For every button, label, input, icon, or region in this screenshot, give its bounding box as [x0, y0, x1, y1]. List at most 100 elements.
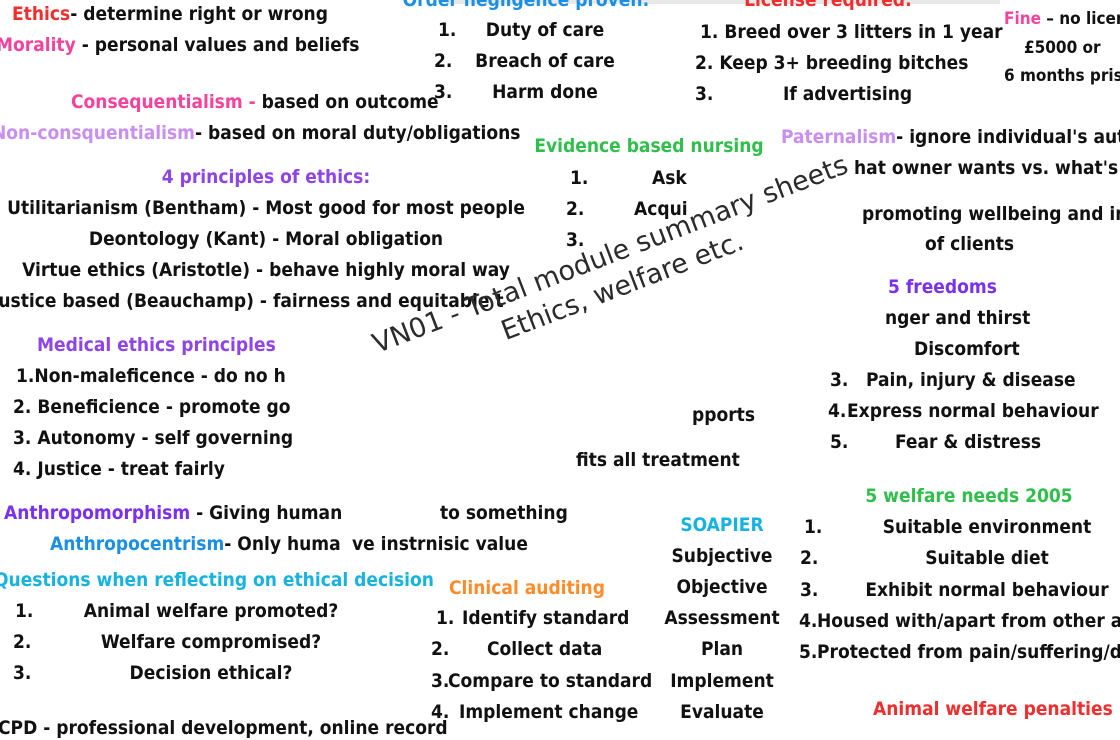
freedoms-title: 5 freedoms [888, 276, 997, 298]
negligence-num: 3. [434, 81, 453, 103]
freedom-item: Discomfort [914, 338, 1020, 360]
welfare-need-num: 4. [799, 610, 818, 632]
paternalism-term: Paternalism [781, 126, 897, 148]
negligence-num: 2. [434, 50, 453, 72]
paternalism-line: promoting wellbeing and inte [862, 203, 1120, 225]
question-item: Welfare compromised? [100, 631, 322, 653]
negligence-item: Harm done [492, 81, 598, 103]
soapier-item: Subjective [671, 545, 773, 567]
freedom-item: Express normal behaviour [847, 400, 1099, 422]
medical-ethics-item: 1.Non-maleficence - do no h [16, 365, 286, 387]
soapier-item: Evaluate [680, 701, 764, 723]
welfare-need-item: Suitable diet [925, 547, 1049, 569]
ebn-title: Evidence based nursing [534, 135, 764, 157]
principle-item: Utilitarianism (Bentham) - Most good for… [7, 197, 525, 219]
fine-definition: Fine – no licens [1004, 9, 1120, 29]
ethics-def: - determine right or wrong [70, 3, 328, 25]
negligence-num: 1. [438, 19, 457, 41]
welfare-need-item: Housed with/apart from other ani [817, 610, 1120, 632]
ethics-definition: Ethics- determine right or wrong [12, 2, 328, 26]
ebn-num: 3. [566, 229, 585, 251]
audit-num: 4. [431, 701, 450, 723]
negligence-item: Duty of care [485, 19, 605, 41]
medical-ethics-item: 2. Beneficience - promote go [13, 396, 291, 418]
top-edge-bar [440, 0, 1000, 4]
principles-title: 4 principles of ethics: [161, 166, 371, 188]
fine-line: 6 months prisc [1004, 66, 1120, 86]
question-item: Animal welfare promoted? [83, 600, 339, 622]
question-item: Decision ethical? [129, 662, 293, 684]
conseq-term: Consequentialism [71, 91, 243, 113]
freedom-num: 3. [830, 369, 849, 391]
welfare-need-item: Suitable environment [882, 516, 1092, 538]
fine-term: Fine [1004, 9, 1041, 29]
anthropomorphism-tail: to something [440, 502, 568, 524]
welfare-need-num: 3. [800, 579, 819, 601]
audit-num: 2. [431, 638, 450, 660]
soapier-item: Objective [676, 576, 768, 598]
ebn-item: Ask [652, 167, 687, 189]
soapier-item: Plan [700, 638, 744, 660]
anthropomorphism-definition: Anthropomorphism - Giving human [4, 502, 343, 524]
audit-item: Implement change [459, 701, 639, 723]
conseq-def: based on outcome [261, 91, 439, 113]
freedom-item: nger and thirst [885, 307, 1031, 329]
anthropocentrism-definition: Anthropocentrism- Only huma [50, 533, 341, 555]
welfare-needs-title: 5 welfare needs 2005 [865, 485, 1073, 507]
principle-item: Virtue ethics (Aristotle) - behave highl… [22, 259, 510, 281]
question-num: 2. [13, 631, 32, 653]
ebn-num: 2. [566, 198, 585, 220]
license-item: If advertising [783, 83, 913, 105]
non-consequentialism-definition: Non-consquentialism- based on moral duty… [0, 121, 521, 145]
cpd-line: CPD - professional development, online r… [0, 717, 448, 739]
negligence-title: Order negligence proven: [402, 0, 650, 11]
audit-item: Collect data [487, 638, 603, 660]
questions-title: Questions when reflecting on ethical dec… [0, 569, 434, 591]
audit-item: Compare to standard [448, 670, 653, 692]
audit-item: Identify standard [462, 607, 630, 629]
question-num: 3. [13, 662, 32, 684]
freedom-item: Fear & distress [895, 431, 1042, 453]
consequentialism-definition: Consequentialism - based on outcome [71, 91, 439, 113]
nonconseq-term: Non-consquentialism [0, 122, 195, 144]
anthropocentrism-term: Anthropocentrism [50, 533, 225, 555]
ebn-fragment: pports [692, 404, 756, 426]
soapier-item: Assessment [664, 607, 780, 629]
license-title: License required: [744, 0, 912, 11]
ebn-item: Acqui [634, 198, 688, 220]
license-num: 3. [695, 83, 714, 105]
principle-item: Deontology (Kant) - Moral obligation [88, 228, 444, 250]
paternalism-definition: Paternalism- ignore individual's autono [781, 126, 1120, 148]
medical-ethics-item: 4. Justice - treat fairly [13, 458, 225, 480]
freedom-num: 5. [830, 431, 849, 453]
welfare-need-num: 5. [799, 641, 818, 663]
welfare-need-item: Exhibit normal behaviour [865, 579, 1109, 601]
ebn-fragment: fits all treatment [576, 449, 740, 471]
welfare-need-num: 1. [804, 516, 823, 538]
morality-term: Morality [0, 34, 76, 56]
anthropomorphism-term: Anthropomorphism [4, 502, 191, 524]
fine-line: £5000 or [1024, 38, 1101, 58]
license-item: 1. Breed over 3 litters in 1 year [700, 21, 1003, 43]
question-num: 1. [15, 600, 34, 622]
audit-num: 3. [431, 670, 450, 692]
freedom-num: 4. [828, 400, 847, 422]
morality-def: - personal values and beliefs [75, 34, 360, 56]
paternalism-line: hat owner wants vs. what's be [854, 157, 1120, 179]
medical-ethics-item: 3. Autonomy - self governing [13, 427, 294, 449]
soapier-title: SOAPIER [680, 514, 764, 536]
watermark-line-1: VN01 - Total module summary sheets [368, 149, 853, 360]
freedom-item: Pain, injury & disease [866, 369, 1076, 391]
license-item: 2. Keep 3+ breeding bitches [695, 52, 969, 74]
audit-title: Clinical auditing [449, 577, 605, 599]
soapier-item: Implement [670, 670, 774, 692]
welfare-need-num: 2. [800, 547, 819, 569]
paternalism-line: of clients [925, 233, 1015, 255]
negligence-item: Breach of care [475, 50, 615, 72]
medical-ethics-title: Medical ethics principles [37, 334, 276, 356]
welfare-need-item: Protected from pain/suffering/dis [817, 641, 1120, 663]
ebn-num: 1. [570, 167, 589, 189]
ethics-term: Ethics [12, 3, 71, 25]
morality-definition: Morality - personal values and beliefs [0, 33, 360, 57]
anthropocentrism-tail: ve instrnisic value [352, 533, 528, 555]
